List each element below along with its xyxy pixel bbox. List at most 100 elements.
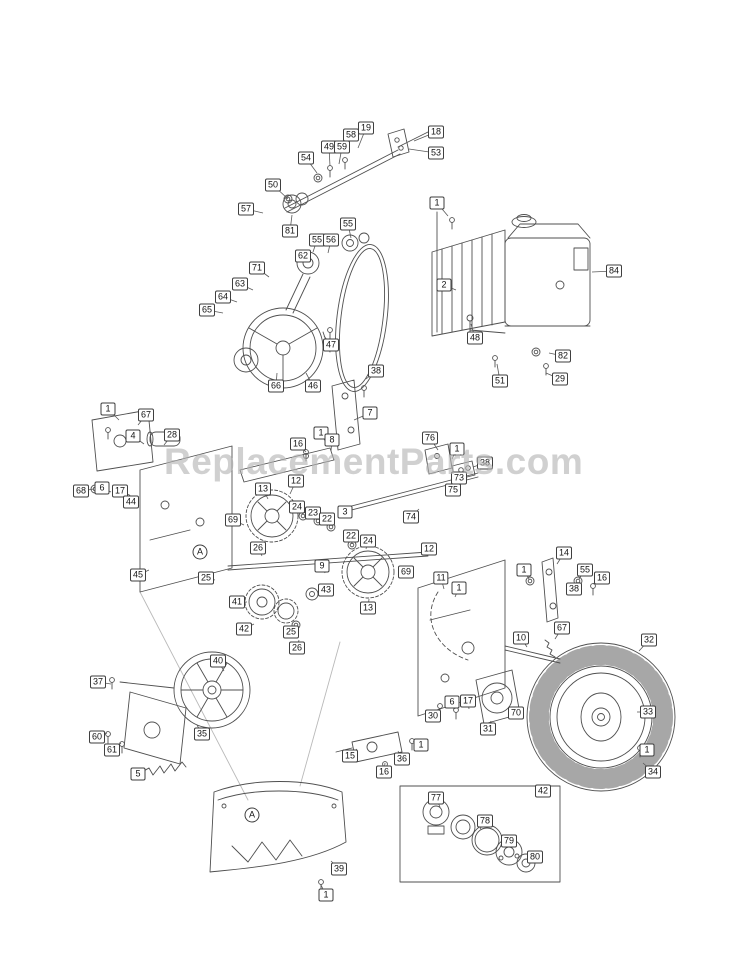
callout-40: 40 [209, 654, 227, 668]
callout-26: 26 [249, 541, 267, 555]
callout-1: 1 [100, 402, 116, 416]
callout-22: 22 [342, 529, 360, 543]
callout-2: 2 [436, 278, 452, 292]
callout-84: 84 [605, 264, 623, 278]
callout-a: A [192, 544, 208, 560]
callout-45: 45 [129, 568, 147, 582]
callout-15: 15 [341, 749, 359, 763]
callout-65: 65 [198, 303, 216, 317]
callout-79: 79 [500, 834, 518, 848]
callout-30: 30 [424, 709, 442, 723]
callout-51: 51 [491, 374, 509, 388]
callout-38: 38 [565, 582, 583, 596]
callout-70: 70 [507, 706, 525, 720]
callout-4: 4 [125, 429, 141, 443]
callout-1: 1 [318, 888, 334, 902]
callout-77: 77 [427, 791, 445, 805]
callout-63: 63 [231, 277, 249, 291]
callout-25: 25 [197, 571, 215, 585]
callout-24: 24 [288, 500, 306, 514]
callout-47: 47 [322, 338, 340, 352]
callout-60: 60 [88, 730, 106, 744]
callout-31: 31 [479, 722, 497, 736]
callout-43: 43 [317, 583, 335, 597]
callout-28: 28 [163, 428, 181, 442]
callout-34: 34 [644, 765, 662, 779]
callout-48: 48 [466, 331, 484, 345]
callout-10: 10 [512, 631, 530, 645]
crankshaft-pulleys [282, 128, 433, 214]
callout-29: 29 [551, 372, 569, 386]
callout-69: 69 [224, 513, 242, 527]
callout-14: 14 [555, 546, 573, 560]
callout-12: 12 [420, 542, 438, 556]
callout-71: 71 [248, 261, 266, 275]
callout-18: 18 [427, 125, 445, 139]
callout-1: 1 [449, 442, 465, 456]
callout-26: 26 [288, 641, 306, 655]
callout-46: 46 [304, 379, 322, 393]
callout-58: 58 [342, 128, 360, 142]
callout-24: 24 [359, 534, 377, 548]
callout-16: 16 [375, 765, 393, 779]
callout-12: 12 [287, 474, 305, 488]
chute [139, 591, 347, 892]
callout-42: 42 [235, 622, 253, 636]
wheel [526, 642, 676, 792]
callout-22: 22 [318, 512, 336, 526]
callout-62: 62 [294, 249, 312, 263]
callout-1: 1 [413, 738, 429, 752]
callout-1: 1 [639, 743, 655, 757]
callout-3: 3 [337, 505, 353, 519]
callout-17: 17 [459, 694, 477, 708]
callout-53: 53 [427, 146, 445, 160]
callout-75: 75 [444, 483, 462, 497]
callout-55: 55 [339, 217, 357, 231]
callout-35: 35 [193, 727, 211, 741]
callout-61: 61 [103, 743, 121, 757]
callout-8: 8 [324, 433, 340, 447]
callout-50: 50 [264, 178, 282, 192]
callout-13: 13 [359, 601, 377, 615]
callout-67: 67 [553, 621, 571, 635]
callout-66: 66 [267, 379, 285, 393]
support-bracket [303, 379, 367, 462]
callout-44: 44 [122, 495, 140, 509]
callout-55: 55 [576, 563, 594, 577]
callout-57: 57 [237, 202, 255, 216]
callout-41: 41 [228, 595, 246, 609]
callout-74: 74 [402, 510, 420, 524]
callout-36: 36 [393, 752, 411, 766]
callout-17: 17 [111, 484, 129, 498]
callout-6: 6 [94, 481, 110, 495]
frame-right-panel [417, 559, 506, 717]
engine [431, 211, 591, 376]
callout-11: 11 [433, 571, 449, 585]
callout-42: 42 [534, 784, 552, 798]
callout-a: A [244, 807, 260, 823]
callout-68: 68 [72, 484, 90, 498]
callout-82: 82 [554, 349, 572, 363]
callout-38: 38 [367, 364, 385, 378]
callout-80: 80 [526, 850, 544, 864]
callout-19: 19 [357, 121, 375, 135]
callout-81: 81 [281, 224, 299, 238]
callout-54: 54 [297, 151, 315, 165]
callout-5: 5 [130, 767, 146, 781]
callout-25: 25 [282, 625, 300, 639]
callout-37: 37 [89, 675, 107, 689]
callout-59: 59 [333, 140, 351, 154]
callout-56: 56 [322, 233, 340, 247]
callout-16: 16 [289, 437, 307, 451]
callout-38: 38 [476, 456, 494, 470]
callout-7: 7 [362, 406, 378, 420]
callout-16: 16 [593, 571, 611, 585]
callout-1: 1 [451, 581, 467, 595]
callout-1: 1 [516, 563, 532, 577]
callout-64: 64 [214, 290, 232, 304]
callout-1: 1 [429, 196, 445, 210]
callout-78: 78 [476, 814, 494, 828]
callout-33: 33 [639, 705, 657, 719]
